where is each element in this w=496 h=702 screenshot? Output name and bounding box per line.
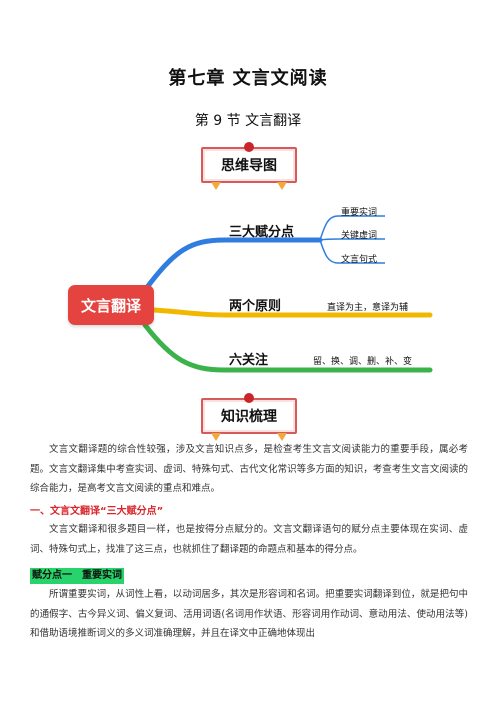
leaf-line-3: [319, 239, 385, 264]
knowledge-banner-label: 知识梳理: [221, 409, 277, 425]
pin-icon: [244, 393, 254, 403]
knowledge-banner: 知识梳理: [201, 393, 297, 441]
ribbon-icon: [211, 433, 221, 441]
leaf-line-1: [319, 215, 385, 241]
branch-line-yellow: [151, 307, 433, 318]
branch-label-scoring-points: 三大赋分点: [229, 225, 295, 240]
ribbon-icon: [277, 182, 287, 190]
mindmap-center: 文言翻译: [68, 285, 154, 325]
ribbon-icon: [211, 182, 221, 190]
leaf-line-2: [319, 238, 385, 241]
ribbon-icon: [277, 433, 287, 441]
mindmap-banner-label: 思维导图: [221, 158, 277, 174]
branch-line-green: [142, 322, 433, 373]
leaf-label: 关键虚词: [341, 231, 378, 241]
intro-paragraph: 文言文翻译题的综合性较强，涉及文言知识点多，是检查考生文言文阅读能力的重要手段，…: [30, 444, 468, 494]
branch-line-blue: [142, 237, 323, 293]
pin-icon: [244, 142, 254, 152]
section-paragraph: 文言文翻译和很多题目一样，也是按得分点赋分的。文言文翻译语句的赋分点主要体现在实…: [30, 524, 468, 555]
section-title: 第 9 节 文言翻译: [194, 113, 302, 129]
chapter-title: 第七章 文言文阅读: [168, 68, 328, 89]
point-paragraph: 所谓重要实词，从词性上看，以动词居多，其次是形容词和名词。把重要实词翻译到位，就…: [30, 589, 468, 639]
leaf-label: 留、换、调、删、补、变: [313, 357, 413, 367]
leaf-label: 文言句式: [341, 255, 378, 265]
point-highlight-label: 赋分点一 重要实词: [30, 568, 124, 584]
branch-label-six-focus: 六关注: [229, 353, 269, 368]
section-heading: 一、文言文翻译“三大赋分点”: [30, 506, 164, 517]
mindmap-banner: 思维导图: [201, 142, 297, 190]
leaf-label: 重要实词: [341, 208, 378, 218]
branch-label-principles: 两个原则: [229, 299, 282, 314]
leaf-label: 直译为主，意译为辅: [327, 303, 409, 313]
